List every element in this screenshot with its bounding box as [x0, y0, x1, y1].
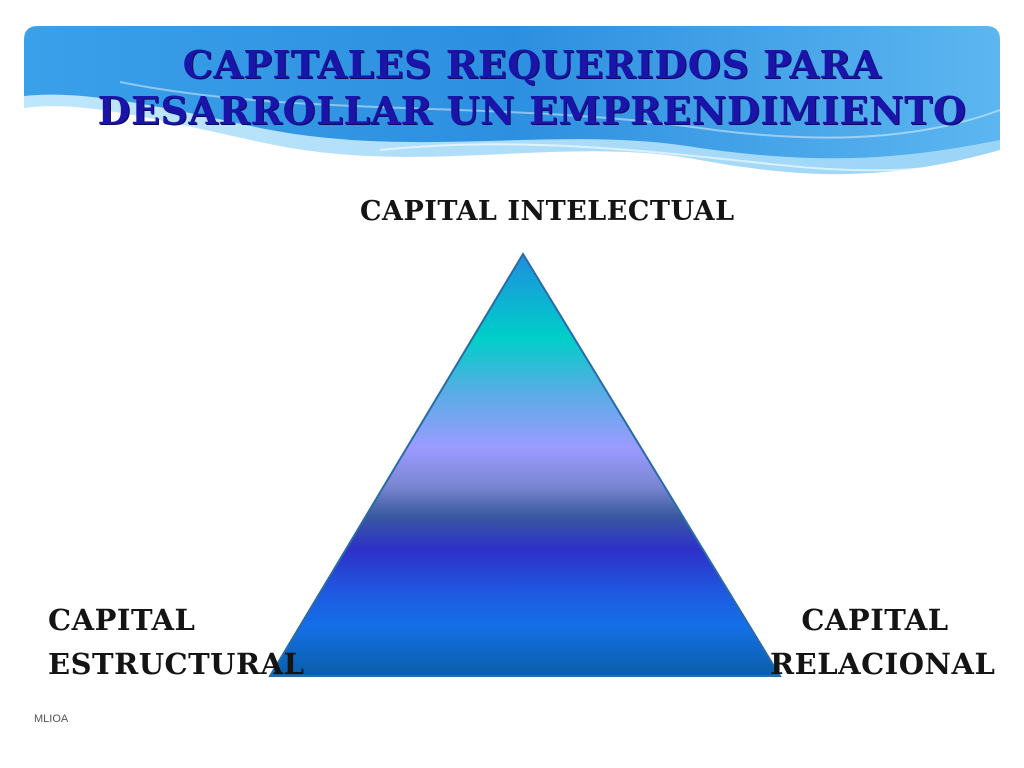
- pyramid-shape: [268, 252, 782, 677]
- left-label-line-2: ESTRUCTURAL: [48, 647, 305, 681]
- title-line-1: CAPITALES REQUERIDOS PARA: [182, 42, 882, 87]
- right-label: CAPITAL RELACIONAL: [770, 598, 996, 686]
- header-wave-background: [24, 26, 1001, 175]
- pyramid: [268, 252, 782, 677]
- slide-title: CAPITALES REQUERIDOS PARA DESARROLLAR UN…: [60, 42, 1004, 134]
- footer-credit: MLIOA: [34, 713, 69, 725]
- left-label: CAPITAL ESTRUCTURAL: [48, 598, 304, 686]
- apex-label: CAPITAL INTELECTUAL: [360, 196, 735, 227]
- right-label-line-2: RELACIONAL: [770, 647, 996, 681]
- left-label-line-1: CAPITAL: [48, 603, 196, 637]
- right-label-line-1: CAPITAL: [801, 603, 949, 637]
- title-line-2: DESARROLLAR UN EMPRENDIMIENTO: [97, 88, 967, 133]
